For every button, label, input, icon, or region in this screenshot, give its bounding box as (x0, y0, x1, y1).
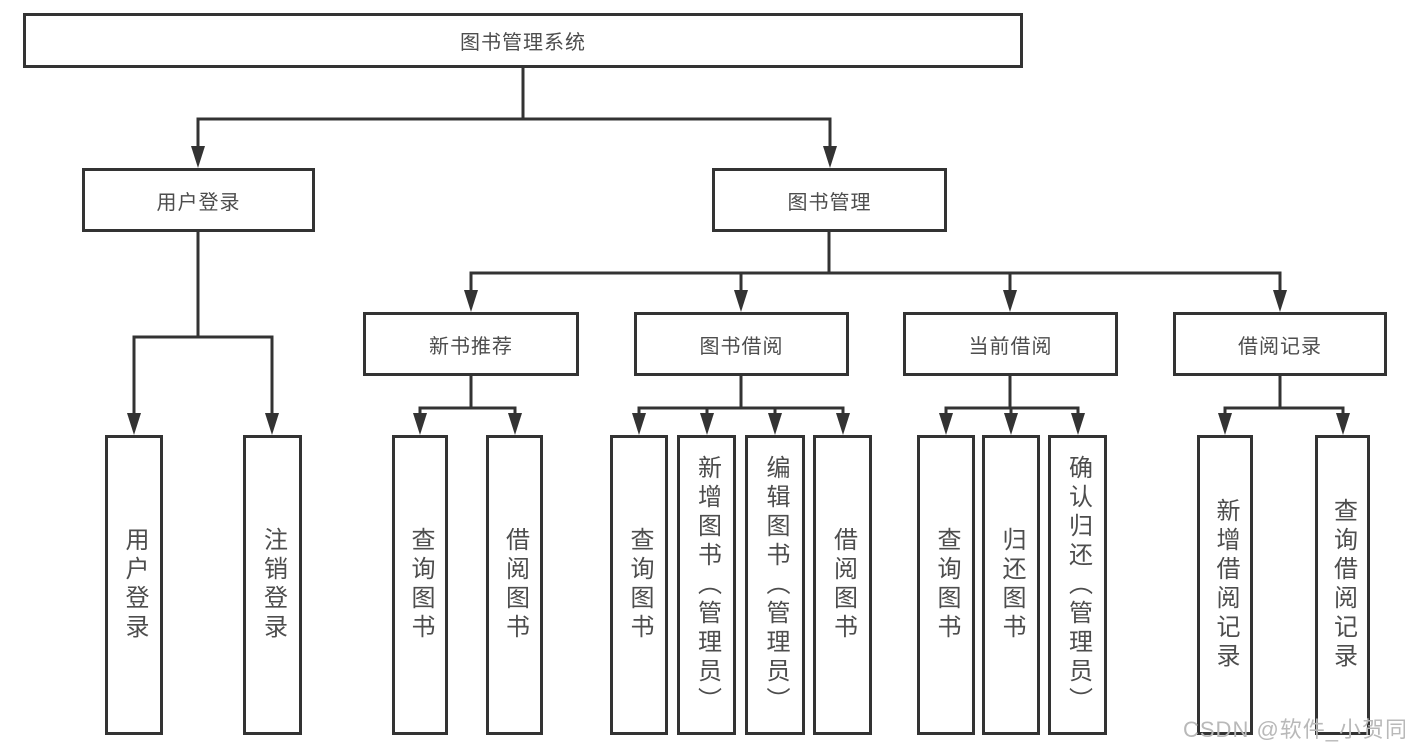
node-borrowing-records: 借阅记录 (1173, 312, 1387, 376)
node-user-login-label: 用户登录 (156, 191, 241, 214)
leaf-query-books-borrowing: 查询图书 (610, 435, 668, 735)
node-new-book-recommendation-label: 新书推荐 (429, 335, 513, 358)
leaf-query-books-current-label: 查询图书 (933, 527, 960, 643)
node-current-borrowing-label: 当前借阅 (968, 335, 1053, 358)
leaf-user-login: 用户登录 (105, 435, 163, 735)
leaf-add-borrow-record: 新增借阅记录 (1197, 435, 1253, 735)
leaf-return-books: 归还图书 (982, 435, 1040, 735)
leaf-query-borrow-record: 查询借阅记录 (1315, 435, 1370, 735)
node-book-borrowing: 图书借阅 (634, 312, 849, 376)
leaf-query-books-newbook-label: 查询图书 (407, 527, 434, 643)
root-node-library-system: 图书管理系统 (23, 13, 1023, 68)
node-book-borrowing-label: 图书借阅 (699, 335, 784, 358)
leaf-edit-books-admin-label: 编辑图书（管理员） (762, 454, 789, 716)
leaf-user-login-label: 用户登录 (121, 527, 148, 643)
node-borrowing-records-label: 借阅记录 (1238, 335, 1322, 358)
node-book-management-label: 图书管理 (787, 191, 872, 214)
root-node-label: 图书管理系统 (460, 32, 586, 54)
csdn-watermark: CSDN @软件_小贺同学 (1183, 717, 1405, 742)
leaf-confirm-return-admin: 确认归还（管理员） (1048, 435, 1107, 735)
node-user-login: 用户登录 (82, 168, 315, 232)
arrowheads (127, 146, 1350, 435)
leaf-logout-label: 注销登录 (259, 527, 287, 643)
leaf-query-books-newbook: 查询图书 (392, 435, 448, 735)
leaf-borrow-books-newbook-label: 借阅图书 (501, 527, 529, 643)
leaf-return-books-label: 归还图书 (998, 527, 1025, 643)
leaf-add-books-admin: 新增图书（管理员） (677, 435, 736, 735)
leaf-query-borrow-record-label: 查询借阅记录 (1329, 498, 1357, 672)
node-new-book-recommendation: 新书推荐 (363, 312, 579, 376)
leaf-query-books-borrowing-label: 查询图书 (626, 527, 653, 643)
leaf-borrow-books-newbook: 借阅图书 (486, 435, 543, 735)
leaf-borrow-books-label: 借阅图书 (829, 527, 857, 643)
leaf-add-books-admin-label: 新增图书（管理员） (693, 454, 721, 716)
leaf-logout: 注销登录 (243, 435, 302, 735)
leaf-borrow-books: 借阅图书 (813, 435, 872, 735)
node-current-borrowing: 当前借阅 (903, 312, 1118, 376)
leaf-edit-books-admin: 编辑图书（管理员） (745, 435, 805, 735)
leaf-query-books-current: 查询图书 (917, 435, 975, 735)
node-book-management: 图书管理 (712, 168, 947, 232)
leaf-confirm-return-admin-label: 确认归还（管理员） (1064, 454, 1092, 716)
leaf-add-borrow-record-label: 新增借阅记录 (1212, 498, 1239, 672)
